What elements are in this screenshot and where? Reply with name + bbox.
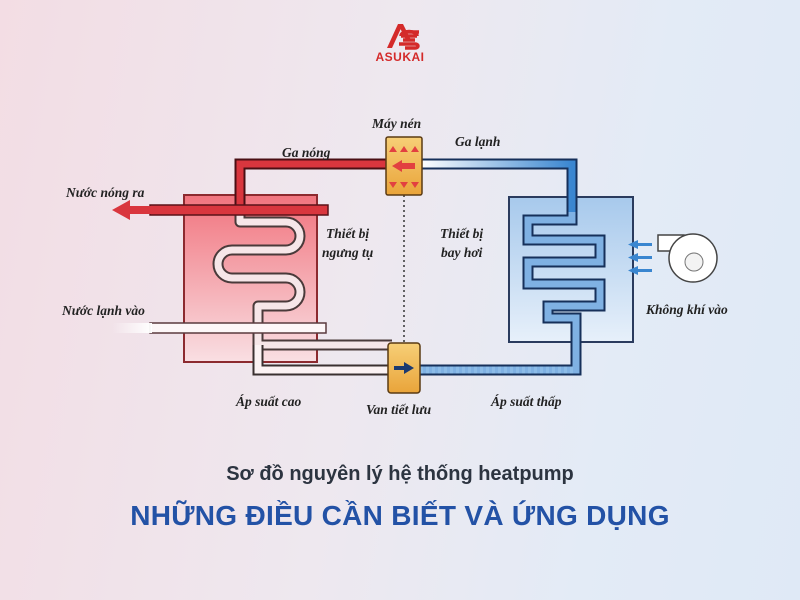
label-compressor: Máy nén — [372, 116, 422, 131]
label-hot-gas: Ga nóng — [282, 145, 331, 160]
condenser-coil — [212, 212, 392, 351]
expansion-valve — [387, 342, 421, 394]
label-cold-gas: Ga lạnh — [455, 134, 501, 149]
label-expansion-valve: Van tiết lưu — [366, 402, 432, 417]
high-pressure-pipe — [252, 345, 388, 376]
label-condenser-line1: Thiết bị — [326, 226, 370, 241]
asukai-logo — [387, 24, 420, 50]
label-condenser-line2: ngưng tụ — [322, 245, 374, 260]
hot-water-out-pipe — [112, 200, 329, 220]
fan-icon — [657, 233, 718, 283]
hot-gas-pipe — [234, 158, 388, 212]
label-cold-water-in: Nước lạnh vào — [62, 303, 145, 318]
brand-name: ASUKAI — [375, 50, 425, 64]
cold-gas-pipe — [420, 158, 578, 212]
label-evaporator-line1: Thiết bị — [440, 226, 484, 241]
cold-water-in-pipe — [112, 322, 327, 334]
label-low-pressure: Áp suất thấp — [491, 394, 562, 409]
label-hot-water-out: Nước nóng ra — [66, 185, 145, 200]
label-air-in: Không khí vào — [646, 302, 728, 317]
label-evaporator-line2: bay hơi — [441, 245, 483, 260]
page-title: NHỮNG ĐIỀU CẦN BIẾT VÀ ỨNG DỤNG — [130, 500, 670, 531]
evaporator-coil — [420, 212, 606, 376]
compressor-arrows-icon — [389, 146, 419, 188]
label-high-pressure: Áp suất cao — [236, 394, 302, 409]
diagram-subtitle: Sơ đồ nguyên lý hệ thống heatpump — [226, 463, 574, 485]
valve-arrow-icon — [394, 362, 414, 374]
compressor — [385, 136, 423, 196]
air-in-arrows-icon — [628, 240, 652, 275]
